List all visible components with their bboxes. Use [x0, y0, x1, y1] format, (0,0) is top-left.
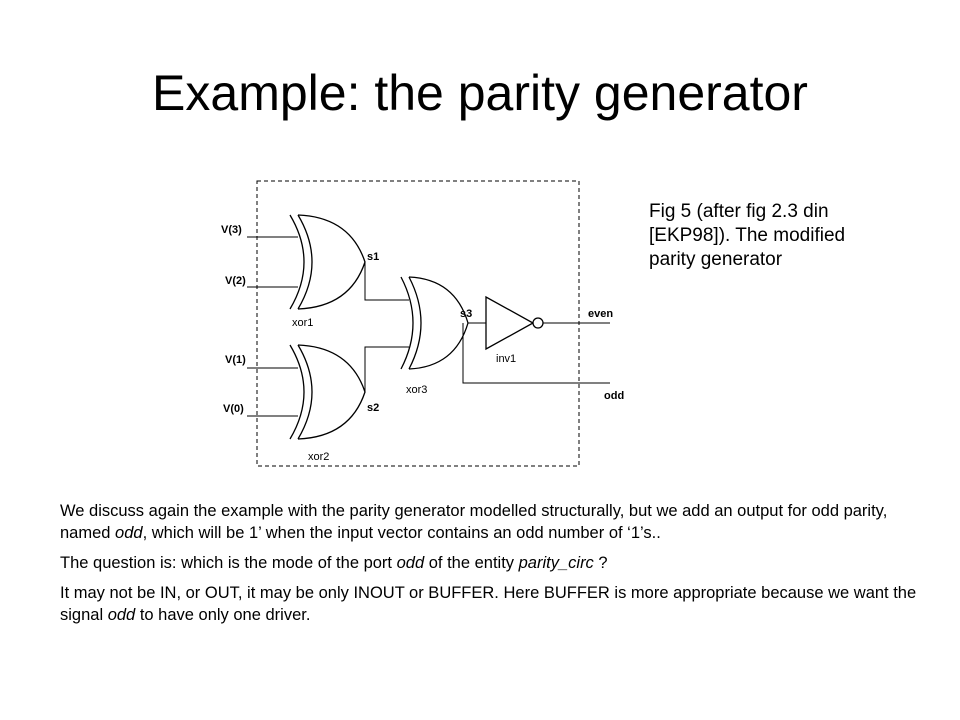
p2-emphasis-odd: odd — [396, 554, 425, 572]
input-label-v2: V(2) — [225, 275, 246, 287]
p1-text-a: We discuss again the example with the pa… — [60, 502, 888, 542]
signal-label-s3: s3 — [460, 308, 472, 320]
p1-text-b: , which will be 1’ when the input vector… — [142, 524, 661, 542]
p1-emphasis-odd: odd — [115, 524, 143, 542]
gate-label-xor2: xor2 — [308, 451, 329, 463]
figure-caption: Fig 5 (after fig 2.3 din [EKP98]). The m… — [649, 201, 846, 270]
signal-label-s2: s2 — [367, 402, 379, 414]
input-label-v3: V(3) — [221, 224, 242, 236]
wire-odd — [462, 323, 610, 384]
inv1-gate — [485, 295, 544, 351]
p2-text-c: ? — [593, 554, 608, 572]
paragraph-1: We discuss again the example with the pa… — [60, 500, 920, 544]
p2-emphasis-entity: parity_circ — [518, 554, 594, 572]
p3-emphasis-odd: odd — [107, 606, 136, 624]
input-label-v0: V(0) — [223, 403, 244, 415]
gate-label-xor3: xor3 — [406, 384, 427, 396]
gate-label-inv1: inv1 — [496, 353, 516, 365]
p3-text-b: to have only one driver. — [135, 606, 311, 624]
slide-body: We discuss again the example with the pa… — [60, 500, 920, 634]
p2-text-b: of the entity — [424, 554, 519, 572]
wire-s2 — [364, 346, 409, 392]
signal-label-s1: s1 — [367, 251, 379, 263]
wire-s1 — [364, 262, 409, 301]
slide-title: Example: the parity generator — [152, 65, 808, 121]
gate-label-xor1: xor1 — [292, 317, 313, 329]
p2-text-a: The question is: which is the mode of th… — [60, 554, 397, 572]
output-label-odd: odd — [604, 390, 624, 402]
xor1-gate — [289, 214, 366, 310]
paragraph-3: It may not be IN, or OUT, it may be only… — [60, 582, 920, 626]
xor3-gate — [400, 276, 469, 370]
xor2-gate — [289, 344, 366, 440]
output-label-even: even — [588, 308, 613, 320]
paragraph-2: The question is: which is the mode of th… — [60, 552, 920, 574]
p3-text-a: It may not be IN, or OUT, it may be only… — [60, 584, 917, 624]
input-label-v1: V(1) — [225, 354, 246, 366]
